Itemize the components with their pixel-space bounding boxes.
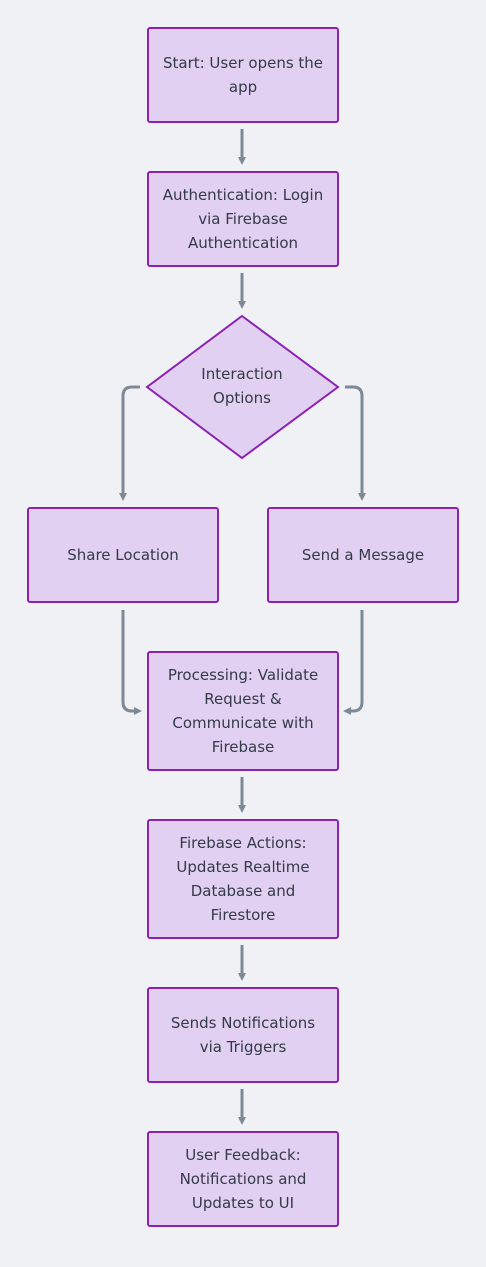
edge-share-to-processing (121, 610, 142, 715)
edge-decision-to-share (119, 385, 140, 501)
node-user-feedback-label: User Feedback: Notifications and Updates… (179, 1146, 307, 1212)
node-authentication: Authentication: Login via Firebase Authe… (147, 171, 339, 267)
edge-decision-to-message (345, 385, 366, 501)
edge-message-to-processing (343, 610, 364, 715)
node-processing-label: Processing: Validate Request & Communica… (167, 666, 319, 756)
node-sends-notifications-label: Sends Notifications via Triggers (170, 1014, 316, 1056)
node-send-message-label: Send a Message (301, 546, 425, 564)
node-share-location: Share Location (27, 507, 219, 603)
node-start-label: Start: User opens the app (162, 54, 324, 96)
node-user-feedback: User Feedback: Notifications and Updates… (147, 1131, 339, 1227)
node-processing: Processing: Validate Request & Communica… (147, 651, 339, 771)
node-share-location-label: Share Location (67, 546, 179, 564)
decision-interaction-options-label: Interaction Options (201, 365, 283, 407)
node-authentication-label: Authentication: Login via Firebase Authe… (162, 186, 324, 252)
node-send-message: Send a Message (267, 507, 459, 603)
node-sends-notifications: Sends Notifications via Triggers (147, 987, 339, 1083)
node-start: Start: User opens the app (147, 27, 339, 123)
node-firebase-actions-label: Firebase Actions: Updates Realtime Datab… (176, 834, 310, 924)
decision-diamond (145, 314, 340, 460)
node-firebase-actions: Firebase Actions: Updates Realtime Datab… (147, 819, 339, 939)
